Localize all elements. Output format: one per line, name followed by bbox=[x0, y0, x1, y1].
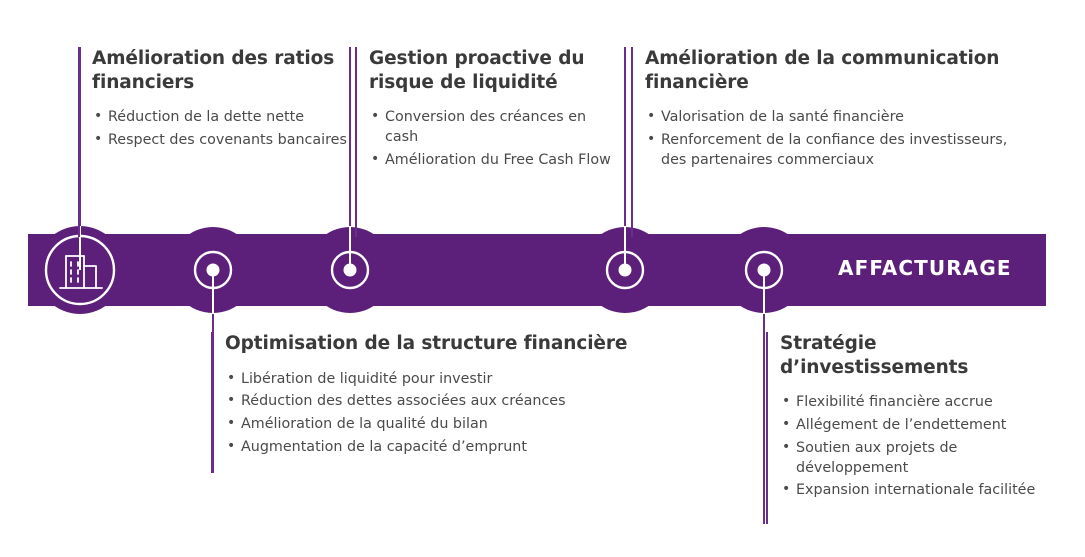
block-structure: Optimisation de la structure financière … bbox=[211, 332, 651, 473]
block-ratios: Amélioration des ratios financiers Réduc… bbox=[78, 47, 348, 237]
node-bulge-anchor bbox=[36, 226, 124, 314]
block-ratios-rule bbox=[78, 47, 80, 237]
block-communication-title: Amélioration de la communication financi… bbox=[645, 48, 1000, 93]
brand-label: AFFACTURAGE bbox=[838, 256, 1012, 280]
node-3[interactable] bbox=[605, 250, 645, 290]
list-item: Amélioration de la qualité du bilan bbox=[225, 414, 651, 435]
block-communication: Amélioration de la communication financi… bbox=[631, 47, 1031, 237]
block-strategie-rule bbox=[766, 332, 768, 524]
list-item: Amélioration du Free Cash Flow bbox=[369, 150, 623, 171]
node-2-ring bbox=[330, 250, 370, 290]
node-1[interactable] bbox=[193, 250, 233, 290]
node-bulge-4 bbox=[721, 227, 807, 313]
block-strategie-title: Stratégie d’investissements bbox=[780, 333, 969, 378]
block-liquidite: Gestion proactive du risque de liquidité… bbox=[355, 47, 623, 237]
office-building-icon bbox=[59, 255, 103, 289]
list-item: Réduction de la dette nette bbox=[92, 107, 348, 128]
block-structure-bullets: Libération de liquidité pour investir Ré… bbox=[225, 369, 651, 458]
list-item: Expansion internationale facilitée bbox=[780, 480, 1066, 501]
block-liquidite-rule bbox=[355, 47, 357, 237]
node-2-dot bbox=[343, 263, 357, 277]
block-structure-title: Optimisation de la structure financière bbox=[225, 333, 628, 354]
list-item: Réduction des dettes associées aux créan… bbox=[225, 391, 651, 412]
node-1-dot bbox=[206, 263, 220, 277]
list-item: Renforcement de la confiance des investi… bbox=[645, 130, 1031, 170]
node-3-ring bbox=[605, 250, 645, 290]
block-structure-rule bbox=[211, 332, 213, 473]
list-item: Valorisation de la santé financière bbox=[645, 107, 1031, 128]
node-bulge-1 bbox=[170, 227, 256, 313]
list-item: Allégement de l’endettement bbox=[780, 415, 1066, 436]
list-item: Libération de liquidité pour investir bbox=[225, 369, 651, 390]
node-4-ring bbox=[744, 250, 784, 290]
block-liquidite-title: Gestion proactive du risque de liquidité bbox=[369, 48, 585, 93]
node-anchor-ring bbox=[44, 234, 116, 306]
node-4-dot bbox=[757, 263, 771, 277]
node-bulge-3 bbox=[582, 227, 668, 313]
node-bulge-2 bbox=[307, 227, 393, 313]
block-communication-rule bbox=[631, 47, 633, 237]
block-strategie: Stratégie d’investissements Flexibilité … bbox=[766, 332, 1066, 524]
list-item: Augmentation de la capacité d’emprunt bbox=[225, 437, 651, 458]
block-ratios-title: Amélioration des ratios financiers bbox=[92, 48, 335, 93]
node-1-ring bbox=[193, 250, 233, 290]
block-liquidite-bullets: Conversion des créances en cash Améliora… bbox=[369, 107, 623, 171]
list-item: Flexibilité financière accrue bbox=[780, 392, 1066, 413]
list-item: Conversion des créances en cash bbox=[369, 107, 623, 147]
list-item: Respect des covenants bancaires bbox=[92, 130, 348, 151]
node-2[interactable] bbox=[330, 250, 370, 290]
block-ratios-bullets: Réduction de la dette nette Respect des … bbox=[92, 107, 348, 151]
block-communication-bullets: Valorisation de la santé financière Renf… bbox=[645, 107, 1031, 170]
node-4[interactable] bbox=[744, 250, 784, 290]
node-anchor[interactable] bbox=[44, 234, 116, 306]
block-strategie-bullets: Flexibilité financière accrue Allégement… bbox=[780, 392, 1066, 501]
node-3-dot bbox=[618, 263, 632, 277]
list-item: Soutien aux projets de développement bbox=[780, 438, 1066, 478]
